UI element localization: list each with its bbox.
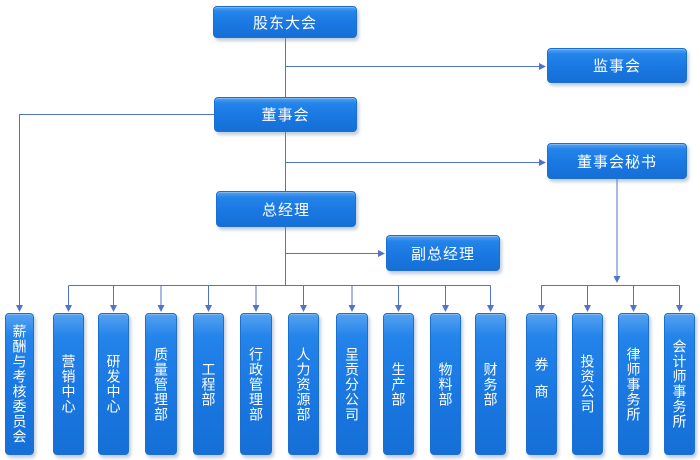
node-deputy-general-manager: 副总经理 (386, 235, 500, 271)
node-board-secretary: 董事会秘书 (547, 143, 687, 179)
node-agency-accounting-firm: 会计师事务所 (664, 313, 695, 455)
node-dept-production: 生产部 (383, 313, 414, 455)
node-supervisory-board: 监事会 (547, 48, 687, 83)
node-agency-law-firm: 律师事务所 (618, 313, 649, 455)
node-board-of-directors: 董事会 (214, 97, 357, 132)
node-dept-chenggong-branch: 呈贡分公司 (336, 313, 368, 455)
node-compensation-committee: 薪酬与考核委员会 (5, 313, 34, 455)
node-dept-materials: 物料部 (430, 313, 461, 455)
node-dept-administration: 行政管理部 (240, 313, 272, 455)
node-dept-marketing-center: 营销中心 (53, 313, 84, 455)
node-dept-engineering: 工程部 (193, 313, 224, 455)
node-dept-finance: 财务部 (475, 313, 506, 455)
node-dept-human-resources: 人力资源部 (288, 313, 319, 455)
node-shareholders-meeting: 股东大会 (213, 6, 357, 38)
node-dept-quality-management: 质量管理部 (145, 313, 177, 455)
node-agency-securities-broker: 券商 (526, 313, 557, 455)
node-general-manager: 总经理 (216, 191, 356, 227)
node-agency-investment-company: 投资公司 (572, 313, 603, 455)
node-dept-rd-center: 研发中心 (98, 313, 129, 455)
